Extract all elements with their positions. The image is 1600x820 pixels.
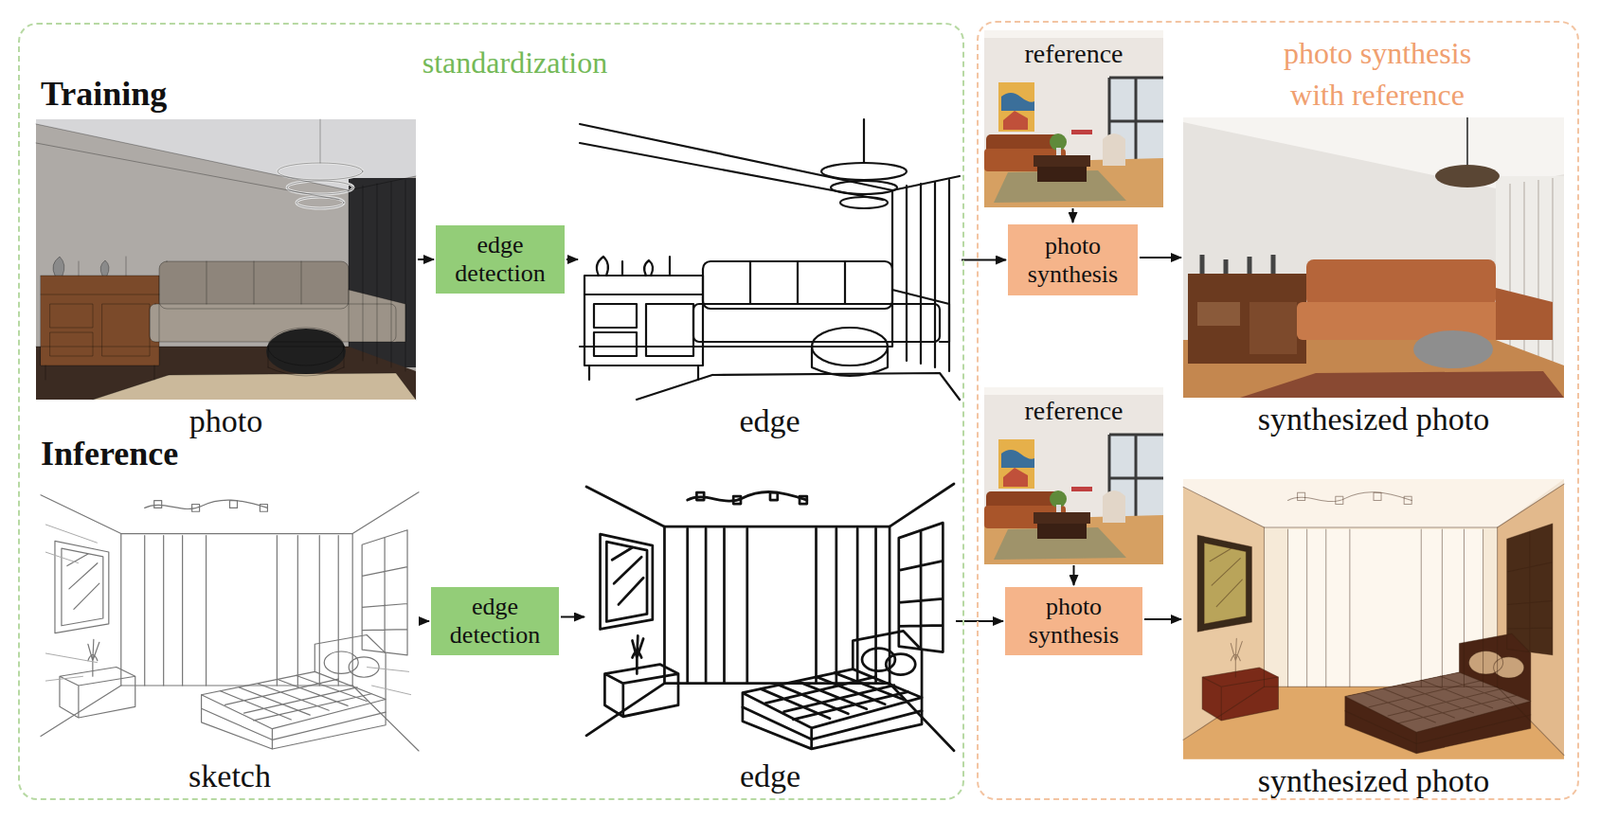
image-panel: sketch <box>40 487 419 756</box>
inference-sketch <box>40 487 419 756</box>
process-box: photo synthesis <box>1005 587 1143 656</box>
image-caption: reference <box>984 396 1164 427</box>
image-caption: edge <box>567 758 973 794</box>
synthesized-photo <box>1183 117 1565 398</box>
image-panel: synthesized photo <box>1183 479 1565 760</box>
image-panel: synthesized photo <box>1183 117 1565 398</box>
image-caption: edge <box>560 403 979 439</box>
training-edge <box>579 119 960 400</box>
image-panel: edge <box>579 119 960 400</box>
region-heading: photo synthesis with reference <box>1258 32 1496 116</box>
image-panel: photo <box>35 119 416 400</box>
region-frame: standardizationphotoedge detectionedgesk… <box>17 22 965 801</box>
region-frame: photo synthesis with reference reference p… <box>976 20 1580 801</box>
process-box: edge detection <box>435 225 565 294</box>
arrow-connector <box>417 258 434 261</box>
arrow-connector <box>1144 618 1182 621</box>
image-caption: synthesized photo <box>1164 763 1583 799</box>
box-label: edge detection <box>436 593 554 650</box>
arrow-connector <box>420 620 430 623</box>
reference-image: reference <box>984 30 1164 208</box>
arrow-connector <box>1072 208 1075 223</box>
image-caption: reference <box>984 39 1164 70</box>
image-caption: synthesized photo <box>1164 401 1583 437</box>
image-panel: edge <box>586 479 954 756</box>
reference-image: reference <box>984 387 1164 565</box>
arrow-connector <box>1139 256 1182 259</box>
section-label: Inference <box>40 435 179 474</box>
box-label: photo synthesis <box>1010 593 1137 650</box>
box-label: photo synthesis <box>1013 232 1133 289</box>
reference-photo <box>984 387 1164 565</box>
arrow-connector <box>560 616 585 619</box>
arrow-connector <box>961 259 1007 262</box>
image-caption: photo <box>17 403 435 439</box>
box-label: edge detection <box>441 231 559 288</box>
arrow-connector <box>566 258 578 261</box>
training-photo <box>35 119 416 400</box>
section-label: Training <box>40 75 167 114</box>
reference-photo <box>984 30 1164 208</box>
process-box: photo synthesis <box>1007 224 1138 296</box>
inference-edge <box>586 479 954 756</box>
process-box: edge detection <box>431 587 559 656</box>
image-caption: sketch <box>21 758 438 794</box>
arrow-connector <box>1073 565 1076 586</box>
synthesized-photo <box>1183 479 1565 760</box>
